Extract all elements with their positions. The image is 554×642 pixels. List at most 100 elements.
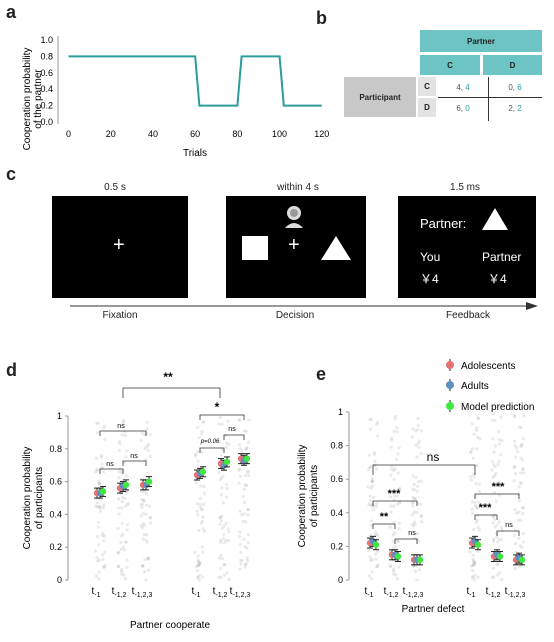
panel_e-raw-dot [491,514,496,519]
panel_e-raw-dot [470,568,475,573]
decision-cross: + [288,234,300,256]
panel_e-raw-dot [492,566,496,570]
panel_e-raw-dot [372,450,377,455]
panel_e-raw-dot [394,573,398,577]
panel_e-raw-dot [491,521,495,525]
panel_d-raw-dot [98,505,102,509]
panel_e-raw-dot [367,467,371,472]
panel_e-raw-dot [375,533,380,537]
panel_d-raw-dot [223,562,227,567]
panel_d-raw-dot [123,577,128,581]
panel_e-raw-dot [496,573,500,577]
phase-feedback: Feedback [446,310,490,321]
panel_d-raw-dot [140,502,145,506]
panel_e-raw-dot [396,539,400,543]
panel_e-raw-dot [476,513,480,518]
panel_e-raw-dot [490,418,494,423]
panel_e-raw-dot [490,576,494,580]
panel_e-raw-dot [494,499,499,503]
panel_d-raw-dot [116,526,120,530]
panel_d-raw-dot [222,524,226,528]
panel_e-raw-dot [392,569,396,573]
panel_e-raw-dot [495,562,499,567]
panel_e-raw-dot [415,501,420,505]
panel_e-point-2 [496,553,504,560]
panel_d-raw-dot [238,442,242,447]
panel_d-point-2 [223,458,231,466]
defect-triangle[interactable] [321,236,351,260]
panel_d-raw-dot [239,562,243,566]
panel_e-point-2 [372,541,380,548]
panel_d-raw-dot [247,418,251,422]
panel_d-raw-dot [237,468,241,472]
panel_d-raw-dot [120,572,124,576]
panel_d-raw-dot [246,440,251,444]
panel_e-raw-dot [395,430,399,434]
panel_d-raw-dot [102,565,106,569]
panel_e-raw-dot [521,466,525,471]
panel_d-raw-dot [239,559,243,563]
panel_e-raw-dot [394,457,398,462]
panel-a-series-line [68,55,322,107]
panel_d-raw-dot [102,426,106,430]
panel_e-raw-dot [392,498,396,502]
panel_e-raw-dot [388,525,392,529]
panel_d-raw-dot [218,516,223,520]
panel_d-raw-dot [200,432,204,436]
panel_d-raw-dot [102,470,106,474]
panel_e-raw-dot [469,478,474,482]
panel_e-raw-dot [472,578,477,582]
panel_d-ytick-label: 0.4 [49,509,62,519]
panel_e-raw-dot [470,507,474,512]
panel_d-raw-dot [238,567,242,571]
panel_d-raw-dot [238,530,242,534]
panel-a-xlabel: Trials [183,148,207,159]
panel_e-raw-dot [471,559,475,563]
panel-a-ytick: 0.4 [40,84,53,94]
panel_d-raw-dot [201,515,205,519]
panel_d-raw-dot [142,570,147,574]
cooperate-square[interactable] [242,236,268,260]
panel_e-raw-dot [513,439,517,443]
panel_e-raw-dot [475,435,480,440]
panel_e-raw-dot [388,564,392,568]
panel_e-raw-dot [391,539,395,543]
panel-d-sig-star: * [215,400,220,414]
panel_d-raw-dot [238,447,242,451]
panel_e-raw-dot [478,437,482,441]
partner-header: Partner [420,30,542,52]
panel_e-raw-dot [490,460,494,464]
panel_e-raw-dot [393,544,397,548]
panel_d-raw-dot [100,465,104,470]
feedback-you-label: You [420,250,441,264]
panel_d-xtick: t-1,2,3 [230,586,251,599]
panel_e-raw-dot [475,447,479,451]
feedback-partner-value: ￥4 [488,272,507,286]
panel_d-raw-dot [227,530,231,534]
panel_e-raw-dot [367,502,371,506]
panel_d-raw-dot [139,438,143,443]
panel_e-raw-dot [366,485,370,489]
panel_d-raw-dot [148,516,152,520]
panel-label-a: a [6,2,17,22]
panel-label-e: e [316,364,327,384]
panel_e-raw-dot [518,565,522,569]
panel_e-raw-dot [419,514,423,519]
panel_d-raw-dot [97,543,101,547]
cell-dd-participant: 2 [508,103,513,113]
panel_d-raw-dot [146,568,151,572]
panel_d-raw-dot [203,440,207,444]
panel_e-raw-dot [468,550,472,554]
panel_e-raw-dot [521,467,525,472]
panel_e-raw-dot [472,561,477,565]
decision-time: within 4 s [277,182,319,193]
panel_e-raw-dot [369,486,373,490]
panel_e-raw-dot [497,442,502,446]
cell-cd-partner: 6 [517,82,522,92]
panel_d-xtick: t-1,2,3 [132,586,153,599]
panel_d-raw-dot [197,436,201,440]
panel_d-raw-dot [146,448,150,453]
panel_e-raw-dot [415,455,419,459]
panel_d-raw-dot [142,499,146,503]
